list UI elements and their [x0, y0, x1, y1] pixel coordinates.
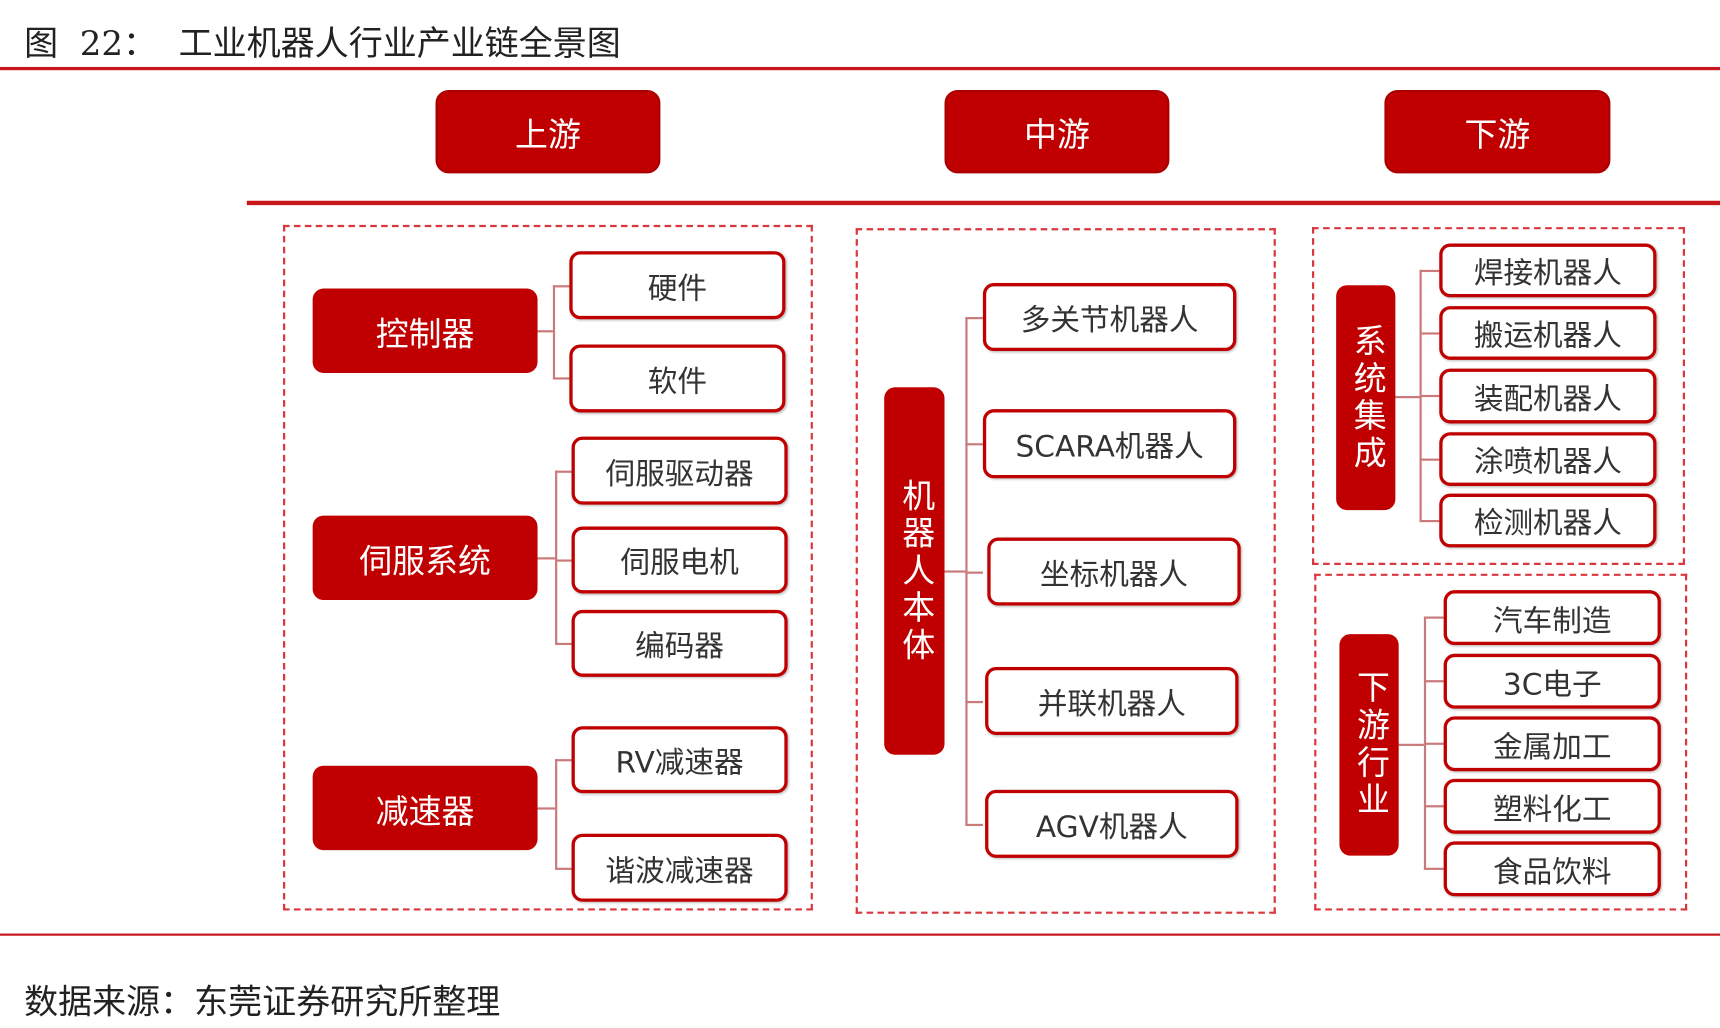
bottom-rule — [0, 933, 1720, 936]
connector — [965, 317, 968, 825]
figure-title: 图 22： 工业机器人行业产业链全景图 — [24, 24, 621, 64]
group-controller: 控制器 — [312, 288, 538, 373]
connector — [965, 700, 983, 704]
item-3c-electronics: 3C电子 — [1443, 653, 1661, 709]
connector — [1419, 332, 1440, 335]
upstream-panel — [283, 224, 813, 911]
item-rv-reducer: RV减速器 — [571, 726, 788, 794]
item-inspection-robot: 检测机器人 — [1439, 493, 1657, 548]
connector — [1423, 742, 1444, 745]
group-reducer: 减速器 — [312, 765, 538, 851]
item-parallel-robot: 并联机器人 — [985, 666, 1239, 735]
connector — [537, 807, 556, 810]
connector — [555, 559, 572, 562]
connector — [1419, 519, 1440, 523]
connector — [1419, 269, 1440, 273]
item-painting-robot: 涂喷机器人 — [1439, 432, 1657, 486]
connector — [552, 285, 556, 379]
connector — [555, 470, 572, 473]
item-metal-processing: 金属加工 — [1443, 716, 1661, 772]
group-robot-body: 机器人本体 — [884, 387, 945, 755]
connector — [552, 285, 570, 288]
connector — [1419, 394, 1440, 398]
header-downstream: 下游 — [1384, 89, 1611, 174]
item-encoder: 编码器 — [571, 609, 788, 677]
connector — [537, 557, 556, 560]
connector — [1398, 743, 1424, 746]
midstream-panel — [855, 228, 1276, 914]
connector — [555, 642, 572, 646]
source-note: 数据来源：东莞证券研究所整理 — [24, 982, 501, 1023]
item-assembly-robot: 装配机器人 — [1439, 368, 1657, 424]
connector — [965, 443, 983, 446]
item-automotive: 汽车制造 — [1443, 590, 1661, 646]
item-handling-robot: 搬运机器人 — [1439, 306, 1657, 360]
connector — [965, 317, 983, 320]
connector — [1423, 805, 1444, 808]
connector — [552, 377, 570, 380]
item-software: 软件 — [569, 344, 786, 413]
connector — [537, 330, 553, 333]
header-rule — [246, 200, 1720, 206]
item-scara-robot: SCARA机器人 — [982, 409, 1237, 479]
top-rule — [0, 66, 1720, 71]
item-servo-motor: 伺服电机 — [571, 526, 788, 594]
item-harmonic-reducer: 谐波减速器 — [571, 833, 788, 902]
connector — [555, 470, 558, 644]
item-hardware: 硬件 — [569, 251, 786, 320]
header-upstream: 上游 — [435, 89, 661, 174]
header-midstream: 中游 — [944, 89, 1170, 174]
group-system-integration: 系统集成 — [1336, 285, 1396, 511]
item-agv-robot: AGV机器人 — [985, 789, 1239, 858]
group-servo-system: 伺服系统 — [312, 515, 538, 601]
connector — [555, 759, 572, 762]
connector — [1423, 616, 1444, 619]
connector — [1423, 867, 1444, 870]
connector — [555, 867, 572, 870]
connector — [965, 571, 983, 574]
industries-panel — [1314, 573, 1688, 911]
item-food-beverage: 食品饮料 — [1443, 841, 1661, 897]
item-servo-driver: 伺服驱动器 — [571, 436, 788, 505]
connector — [1419, 458, 1440, 461]
connector — [965, 823, 983, 827]
group-downstream-industries: 下游行业 — [1339, 634, 1399, 856]
connector — [1423, 680, 1444, 683]
item-articulated-robot: 多关节机器人 — [982, 283, 1237, 352]
connector — [1395, 396, 1420, 399]
item-cartesian-robot: 坐标机器人 — [987, 537, 1241, 606]
item-welding-robot: 焊接机器人 — [1439, 243, 1657, 298]
integration-panel — [1312, 227, 1685, 565]
item-plastics-chemicals: 塑料化工 — [1443, 778, 1661, 834]
connector — [555, 759, 558, 869]
connector — [944, 570, 966, 573]
